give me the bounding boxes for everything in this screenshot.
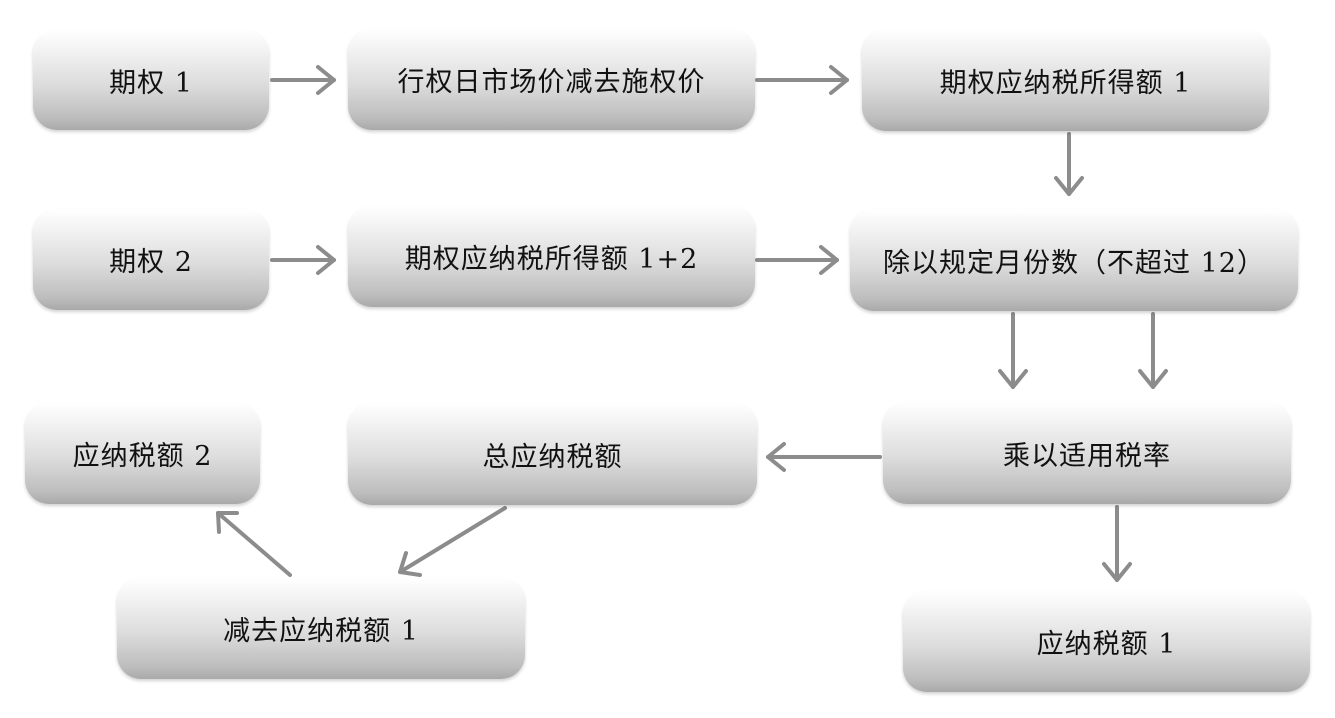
arrow-divide-to-multiply-left [998,312,1028,389]
arrow-option2-to-income12 [270,245,336,275]
arrow-income12-to-divide [755,245,839,275]
node-total-tax-payable: 总应纳税额 [348,403,757,505]
node-option-1-label: 期权 1 [109,67,193,99]
node-taxable-income-1-label: 期权应纳税所得额 1 [939,67,1192,99]
node-taxable-income-1: 期权应纳税所得额 1 [862,29,1269,131]
node-divide-months-label: 除以规定月份数（不超过 12） [883,247,1265,279]
node-tax-payable-2-label: 应纳税额 2 [72,441,213,472]
node-option-1: 期权 1 [33,30,269,130]
node-option-2: 期权 2 [33,209,269,310]
node-tax-payable-2: 应纳税额 2 [25,403,260,504]
node-exercise-price-diff: 行权日市场价减去施权价 [348,29,755,130]
node-taxable-income-1-2: 期权应纳税所得额 1+2 [348,206,755,307]
arrow-multiply-to-tax1 [1102,505,1132,582]
arrow-price-diff-to-income1 [755,65,849,95]
arrow-multiply-to-total [766,442,882,472]
arrow-total-to-subtract [398,506,507,577]
arrow-income1-to-divide [1054,132,1084,196]
node-tax-payable-1: 应纳税额 1 [903,591,1310,692]
node-divide-months: 除以规定月份数（不超过 12） [850,209,1298,311]
node-multiply-rate-label: 乘以适用税率 [1003,440,1171,472]
arrow-option1-to-price-diff [270,65,336,95]
node-subtract-tax-1: 减去应纳税额 1 [117,578,525,679]
node-exercise-price-diff-label: 行权日市场价减去施权价 [397,67,706,98]
node-subtract-tax-1-label: 减去应纳税额 1 [223,616,419,647]
node-option-2-label: 期权 2 [109,247,193,278]
arrow-divide-to-multiply-right [1138,312,1168,389]
arrow-subtract-to-tax2 [216,511,292,577]
node-total-tax-payable-label: 总应纳税额 [482,441,623,473]
node-tax-payable-1-label: 应纳税额 1 [1036,629,1177,660]
node-taxable-income-1-2-label: 期权应纳税所得额 1+2 [404,244,699,275]
node-multiply-rate: 乘以适用税率 [883,402,1291,504]
